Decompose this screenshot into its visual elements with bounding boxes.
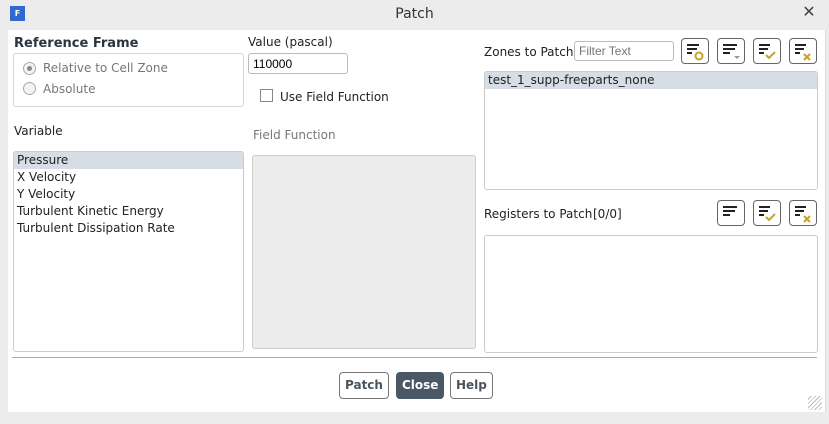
use-field-function-label: Use Field Function (280, 90, 389, 104)
list-item[interactable]: X Velocity (17, 170, 77, 184)
list-dropdown-icon (723, 44, 740, 59)
reference-frame-label: Reference Frame (14, 36, 139, 51)
help-button[interactable]: Help (450, 372, 493, 399)
window-title: Patch (395, 6, 434, 22)
field-function-label: Field Function (253, 128, 336, 142)
list-item[interactable]: Pressure (14, 152, 243, 169)
registers-count: [0/0] (593, 207, 622, 221)
radio-label: Relative to Cell Zone (43, 61, 168, 75)
radio-absolute[interactable] (23, 82, 36, 95)
list-item[interactable]: Y Velocity (17, 187, 76, 201)
deselect-all-registers-button[interactable] (789, 200, 817, 226)
reference-frame-group: Relative to Cell Zone Absolute (13, 53, 244, 107)
registers-list[interactable] (484, 235, 818, 353)
close-button[interactable]: Close (396, 372, 445, 399)
value-label: Value (pascal) (248, 35, 333, 49)
list-item[interactable]: test_1_supp-freeparts_none (485, 72, 817, 89)
list-item[interactable]: Turbulent Kinetic Energy (17, 204, 164, 218)
select-all-registers-button[interactable] (753, 200, 781, 226)
field-function-list (252, 155, 476, 349)
close-window-icon[interactable]: ✕ (802, 2, 816, 21)
list-item[interactable]: Turbulent Dissipation Rate (17, 221, 175, 235)
value-input[interactable] (248, 53, 348, 74)
zone-type-select-button[interactable] (717, 38, 745, 64)
deselect-all-icon (795, 206, 811, 223)
radio-relative-to-cell-zone[interactable] (23, 62, 36, 75)
variable-list[interactable]: Pressure X Velocity Y Velocity Turbulent… (13, 151, 244, 352)
registers-label: Registers to Patch (484, 207, 593, 221)
zones-label: Zones to Patch (484, 45, 574, 59)
deselect-all-icon (795, 44, 811, 61)
use-field-function-checkbox[interactable] (260, 89, 273, 102)
deselect-all-zones-button[interactable] (789, 38, 817, 64)
zones-list[interactable]: test_1_supp-freeparts_none (484, 71, 818, 190)
match-zones-button[interactable] (681, 38, 709, 64)
zones-filter-input[interactable] (574, 41, 674, 61)
list-icon (723, 206, 737, 216)
filter-circle-icon (687, 44, 704, 61)
radio-label: Absolute (43, 82, 96, 96)
variable-label: Variable (14, 124, 63, 138)
select-all-icon (759, 206, 776, 222)
resize-grip-icon[interactable] (808, 396, 822, 410)
title-bar: F Patch ✕ (0, 0, 829, 30)
select-all-icon (759, 44, 776, 60)
patch-button[interactable]: Patch (339, 372, 389, 399)
registers-list-button[interactable] (717, 200, 745, 226)
select-all-zones-button[interactable] (753, 38, 781, 64)
app-icon: F (10, 6, 25, 21)
divider (12, 357, 817, 358)
